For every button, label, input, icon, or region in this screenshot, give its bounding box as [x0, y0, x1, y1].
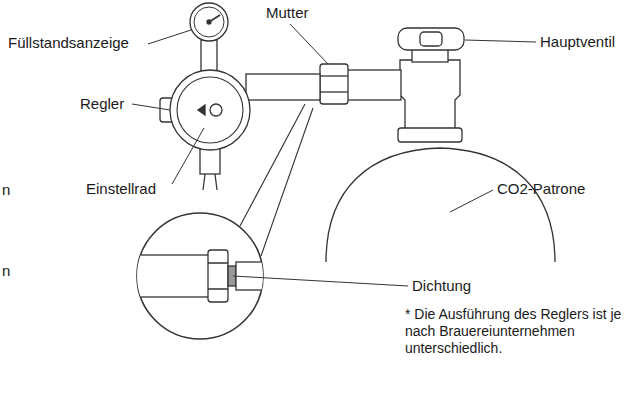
adjust-dial [177, 77, 243, 143]
part-label: Einstellrad [86, 180, 156, 198]
nut [320, 64, 348, 104]
level-gauge [190, 3, 228, 41]
gasket-detail [130, 250, 276, 302]
regulator-body [170, 70, 250, 150]
part-label: Füllstandsanzeige [8, 34, 129, 52]
part-label: Regler [80, 95, 124, 113]
co2-cylinder [326, 148, 555, 262]
part-label: CO2-Patrone [497, 180, 585, 198]
inlet-pipe [246, 74, 320, 100]
main-valve-handle [398, 28, 464, 50]
cropped-text: n [2, 181, 10, 199]
part-label: Dichtung [412, 277, 471, 295]
part-label: Hauptventil [540, 33, 615, 51]
valve-outlet [345, 70, 401, 100]
note: * Die Ausführung des Reglers ist je nach… [405, 306, 633, 357]
cropped-text: n [2, 262, 10, 280]
outlet-fitting [200, 148, 220, 174]
handle-hub [420, 32, 442, 46]
gauge-stem [201, 40, 217, 74]
valve-collar [398, 128, 462, 142]
part-label: Mutter [266, 4, 309, 22]
leader-lines [132, 24, 536, 286]
